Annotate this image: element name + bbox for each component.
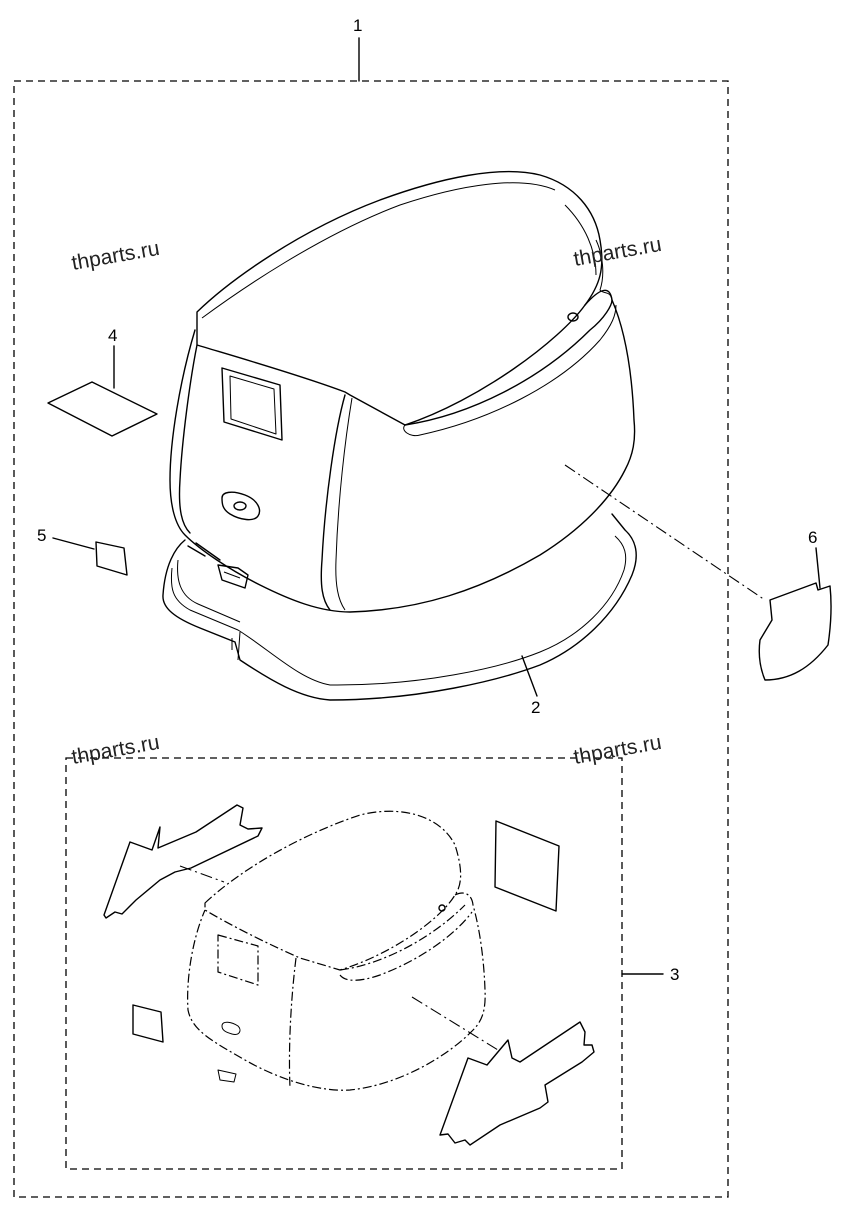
callout-5-leader <box>52 537 95 550</box>
kit-3-decal-large-right[interactable] <box>439 1021 595 1146</box>
kit-3-cowling-phantom <box>187 810 486 1091</box>
callout-1[interactable]: 1 <box>353 16 362 35</box>
kit-3-decal-square-right[interactable] <box>494 820 560 912</box>
kit-3-right-locator <box>411 996 499 1051</box>
callout-6[interactable]: 6 <box>808 528 817 547</box>
watermark-bottom-left: thparts.ru <box>70 731 161 769</box>
watermark-bottom-right: thparts.ru <box>572 731 663 769</box>
part-5-label[interactable] <box>95 541 128 576</box>
callout-2-leader <box>521 655 538 697</box>
kit-3-decal-large-left[interactable] <box>103 804 263 919</box>
callout-4[interactable]: 4 <box>108 326 117 345</box>
kit-3-left-locator <box>179 865 225 883</box>
callout-2[interactable]: 2 <box>531 698 540 717</box>
part-6-decal[interactable] <box>758 582 832 681</box>
callout-3[interactable]: 3 <box>670 965 679 984</box>
assembly-1-boundary <box>13 80 729 1198</box>
callout-5[interactable]: 5 <box>37 526 46 545</box>
kit-3-decal-small[interactable] <box>132 1004 164 1043</box>
kit-3-boundary <box>65 757 623 1170</box>
part-2-seal[interactable] <box>162 513 637 701</box>
callout-6-leader <box>815 547 821 589</box>
part-6-locator-line <box>564 464 766 601</box>
watermark-top-left: thparts.ru <box>70 237 161 275</box>
part-4-decal[interactable] <box>47 381 158 437</box>
top-cowling[interactable] <box>169 170 636 613</box>
